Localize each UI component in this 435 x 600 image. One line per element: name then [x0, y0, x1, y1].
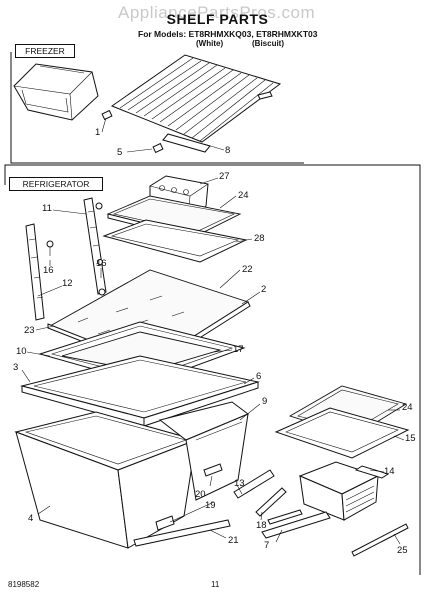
deli-shelf [274, 385, 410, 459]
callout-22: 22 [242, 264, 253, 275]
callout-28: 28 [254, 233, 265, 244]
watermark: AppliancePartsPros.com [118, 3, 316, 22]
refrigerator-frame [4, 164, 421, 575]
variant-white-label: (White) [196, 39, 224, 48]
crisper-cover [20, 355, 260, 427]
callout-14: 14 [384, 466, 395, 477]
shelf-ladder [25, 197, 107, 321]
callout-8: 8 [225, 145, 231, 156]
callout-18: 18 [256, 520, 267, 531]
document-id: 8198582 [8, 580, 40, 589]
freezer-bin [13, 63, 99, 121]
shelf-clip [101, 109, 164, 154]
models-line: For Models: ET8RHMXKQ03, ET8RHMXKT03 [138, 29, 318, 39]
callout-19: 19 [205, 500, 216, 511]
ladder-screw [46, 202, 106, 296]
callout-23: 23 [24, 325, 35, 336]
shelf-frame [102, 219, 248, 263]
callout-4: 4 [28, 513, 34, 524]
callout-15: 15 [405, 433, 416, 444]
callout-13: 13 [234, 478, 245, 489]
callout-24-deli: 24 [402, 402, 413, 413]
callout-10: 10 [16, 346, 27, 357]
callout-16-right: 16 [96, 258, 107, 269]
right-crisper-drawer [158, 401, 249, 501]
callout-25: 25 [397, 545, 408, 556]
freezer-wire-shelf [110, 54, 282, 153]
callout-5: 5 [117, 147, 123, 158]
callout-11: 11 [42, 203, 52, 214]
callout-1: 1 [95, 127, 101, 138]
freezer-section-label: FREEZER [15, 44, 75, 58]
page-title: SHELF PARTS [166, 11, 269, 27]
refrigerator-section-label: REFRIGERATOR [9, 177, 103, 191]
callout-3: 3 [13, 362, 19, 373]
callout-16-left: 16 [43, 265, 54, 276]
callout-7: 7 [264, 540, 270, 551]
callout-9: 9 [262, 396, 268, 407]
callout-24-upper: 24 [238, 190, 249, 201]
drawer-slide [133, 463, 287, 547]
callout-2: 2 [261, 284, 267, 295]
callout-20: 20 [195, 489, 206, 500]
variant-biscuit-label: (Biscuit) [252, 39, 284, 48]
callout-27: 27 [219, 171, 230, 182]
leader-lines [21, 117, 405, 545]
callout-6: 6 [256, 371, 262, 382]
deli-drawer [298, 461, 390, 521]
left-crisper-drawer [14, 411, 198, 549]
freezer-frame [10, 52, 304, 164]
callout-12: 12 [62, 278, 73, 289]
callout-21: 21 [228, 535, 239, 546]
page-number: 11 [211, 580, 220, 589]
deli-rail [261, 509, 409, 557]
callout-17: 17 [233, 344, 244, 355]
